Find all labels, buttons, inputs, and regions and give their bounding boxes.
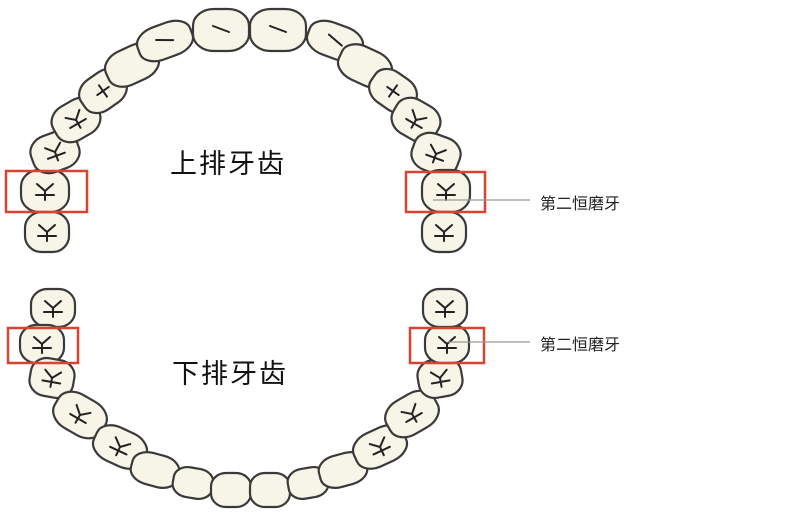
upper-arch [19, 7, 472, 254]
lower-right-molar-highlight [408, 326, 486, 365]
lower-tooth [384, 389, 440, 439]
upper-tooth [191, 7, 251, 53]
upper-molar-label: 第二恒磨牙 [540, 194, 621, 213]
upper-tooth [135, 19, 195, 63]
lower-tooth [29, 287, 77, 329]
upper-tooth [19, 168, 71, 214]
lower-left-molar-highlight [6, 326, 80, 365]
lower-tooth [18, 323, 66, 365]
upper-tooth [420, 168, 472, 214]
lower-tooth [28, 356, 76, 400]
upper-tooth [23, 210, 71, 254]
lower-tooth [421, 287, 469, 329]
lower-tooth [209, 471, 253, 509]
upper-right-molar-highlight [404, 170, 487, 214]
upper-left-molar-highlight [4, 169, 89, 214]
upper-tooth [420, 210, 468, 254]
lower-molar-label: 第二恒磨牙 [540, 335, 621, 354]
lower-tooth [248, 471, 292, 509]
highlight-boxes [4, 169, 487, 365]
lower-tooth [423, 323, 471, 365]
upper-teeth-title: 上排牙齿 [170, 149, 286, 180]
lower-tooth [171, 465, 215, 501]
lower-arch [18, 287, 471, 509]
lower-teeth-title: 下排牙齿 [172, 359, 288, 390]
upper-tooth [410, 131, 462, 177]
upper-tooth [248, 7, 308, 53]
upper-tooth [390, 96, 442, 144]
